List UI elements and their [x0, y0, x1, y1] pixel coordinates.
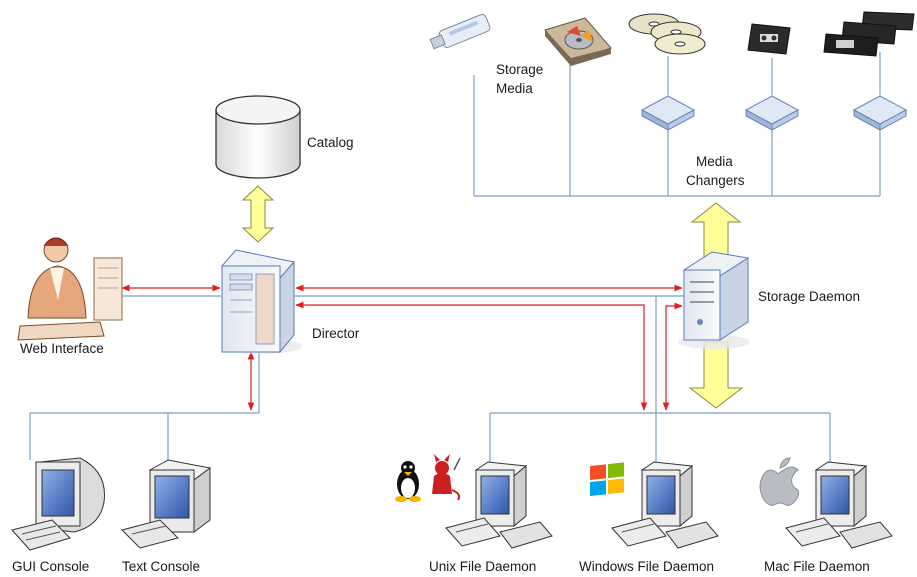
- storage-daemon-label: Storage Daemon: [758, 289, 860, 304]
- desktop-computer-icon: [785, 461, 893, 549]
- bsd-daemon-icon: [432, 454, 461, 501]
- desktop-computer-icon: [611, 461, 719, 549]
- media-changers-label-line2: Changers: [686, 173, 745, 188]
- connector-lines: [29, 52, 881, 462]
- arrow-storage-filedaemons-data: [688, 341, 744, 409]
- crt-monitor-icon: [121, 459, 212, 549]
- unix-file-daemon-label: Unix File Daemon: [429, 559, 536, 574]
- director-label: Director: [312, 326, 360, 341]
- data-arrows: [241, 185, 744, 409]
- text-console-label: Text Console: [122, 559, 200, 574]
- person-at-computer-icon: [17, 237, 123, 341]
- optical-discs-icon: [628, 13, 706, 55]
- gui-console-label: GUI Console: [12, 559, 89, 574]
- hard-disk-icon: [544, 17, 612, 66]
- server-tower-icon: [678, 251, 750, 349]
- media-changer-icon: [640, 95, 696, 131]
- arrow-catalog-director: [241, 185, 275, 243]
- storage-media-label-line2: Media: [496, 81, 533, 96]
- server-tower-icon: [221, 249, 302, 354]
- storage-media-label-line1: Storage: [496, 62, 543, 77]
- database-cylinder-icon: [215, 95, 301, 179]
- web-interface-label: Web Interface: [20, 341, 104, 356]
- crt-monitor-icon: [11, 457, 105, 551]
- usb-drive-icon: [429, 13, 491, 50]
- linux-tux-icon: [395, 461, 421, 502]
- media-changer-icon: [852, 95, 908, 131]
- media-changer-icon: [744, 95, 800, 131]
- media-changers-label-line1: Media: [696, 154, 733, 169]
- desktop-computer-icon: [445, 461, 553, 549]
- catalog-label: Catalog: [307, 135, 354, 150]
- tape-cartridge-icon: [747, 23, 791, 55]
- windows-logo-icon: [590, 462, 624, 496]
- apple-logo-icon: [759, 457, 800, 506]
- arrow-storage-filedaemons: [662, 302, 683, 411]
- control-arrows: [121, 284, 683, 411]
- mac-file-daemon-label: Mac File Daemon: [764, 559, 870, 574]
- arrow-director-filedaemons: [295, 301, 648, 411]
- windows-file-daemon-label: Windows File Daemon: [579, 559, 714, 574]
- tape-cartridges-icon: [823, 11, 915, 57]
